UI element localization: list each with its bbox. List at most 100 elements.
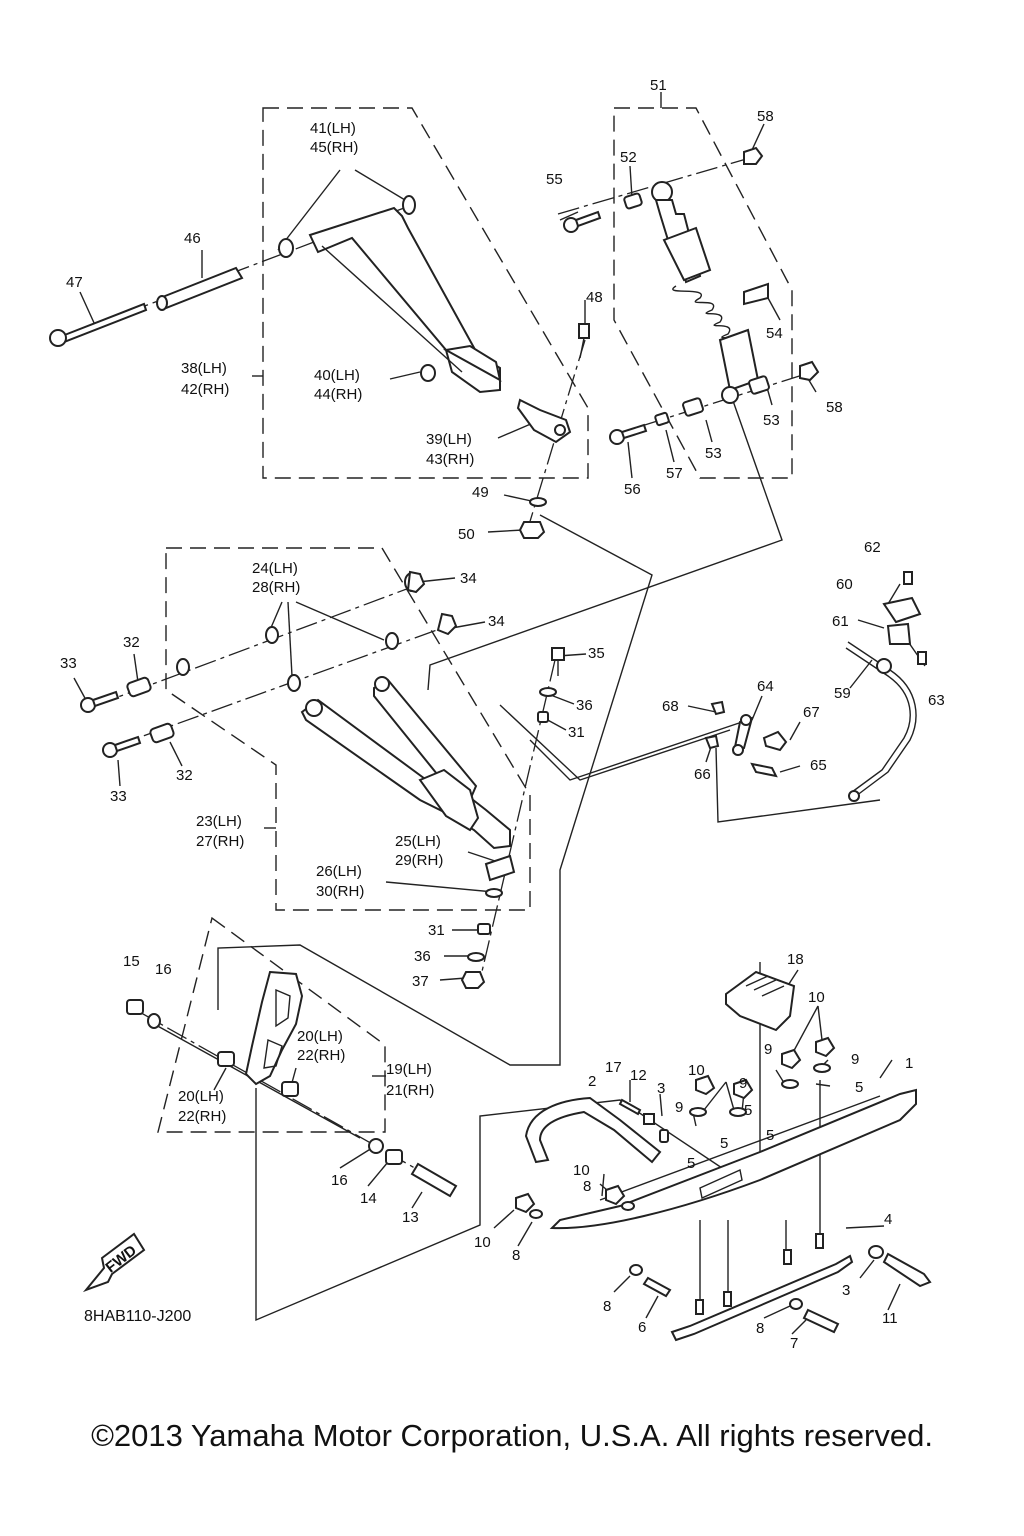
part-label: 44(RH) (314, 386, 362, 403)
part-label: 10 (808, 989, 825, 1006)
part-label: 5 (720, 1135, 728, 1152)
upper-a-arm (308, 206, 502, 394)
part-label: 32 (123, 634, 140, 651)
part-label: 61 (832, 613, 849, 630)
upper-pivot-shaft (156, 266, 244, 311)
part-label: 64 (757, 678, 774, 695)
part-label: 23(LH) (196, 813, 242, 830)
part-label: 9 (675, 1099, 683, 1116)
part-label: 33 (110, 788, 127, 805)
part-label: 12 (630, 1067, 647, 1084)
part-label: 3 (842, 1282, 850, 1299)
spindle-group-outline (157, 916, 386, 1133)
part-label: 27(RH) (196, 833, 244, 850)
part-label: 21(RH) (386, 1082, 434, 1099)
part-label: 10 (474, 1234, 491, 1251)
part-label: 51 (650, 77, 667, 94)
part-label: 58 (757, 108, 774, 125)
part-label: 1 (905, 1055, 913, 1072)
part-label: 56 (624, 481, 641, 498)
spindle-pin-13 (410, 1162, 458, 1198)
ski-1 (549, 1088, 917, 1230)
part-label: 54 (766, 325, 783, 342)
part-label: 38(LH) (181, 360, 227, 377)
part-label: 53 (763, 412, 780, 429)
brake-hose-59 (845, 641, 917, 802)
spindle-bushings (126, 999, 403, 1165)
lower-arm-group-outline (165, 547, 531, 911)
part-label: 5 (855, 1079, 863, 1096)
part-label: 19(LH) (386, 1061, 432, 1078)
ball-joint-bolt (578, 323, 590, 359)
part-label: 60 (836, 576, 853, 593)
ski-wear-bar-4 (670, 1233, 854, 1342)
shock-absorber (651, 181, 712, 284)
part-label: 36 (414, 948, 431, 965)
upper-arm-bushings (278, 195, 436, 382)
part-label: 25(LH) (395, 833, 441, 850)
part-label: 17 (605, 1059, 622, 1076)
part-label: 68 (662, 698, 679, 715)
part-label: 43(RH) (426, 451, 474, 468)
lower-ball-joint-hardware (460, 647, 565, 989)
part-label: 58 (826, 399, 843, 416)
part-label: 18 (787, 951, 804, 968)
part-label: 7 (790, 1335, 798, 1352)
spindle (244, 970, 304, 1086)
ski-saddle-18 (725, 970, 796, 1032)
part-label: 28(RH) (252, 579, 300, 596)
part-label: 59 (834, 685, 851, 702)
shock-clip-54 (743, 282, 769, 306)
part-label: 15 (123, 953, 140, 970)
part-label: 10 (573, 1162, 590, 1179)
part-label: 30(RH) (316, 883, 364, 900)
part-label: 40(LH) (314, 367, 360, 384)
part-label: 52 (620, 149, 637, 166)
part-label: 26(LH) (316, 863, 362, 880)
part-label: 65 (810, 757, 827, 774)
part-label: 5 (766, 1127, 774, 1144)
part-label: 63 (928, 692, 945, 709)
part-label: 14 (360, 1190, 377, 1207)
part-label: 2 (588, 1073, 596, 1090)
part-label: 5 (744, 1102, 752, 1119)
part-label: 47 (66, 274, 83, 291)
part-label: 34 (488, 613, 505, 630)
part-label: 16 (155, 961, 172, 978)
part-label: 42(RH) (181, 381, 229, 398)
part-label: 45(RH) (310, 139, 358, 156)
lower-arm-collars-32 (126, 676, 175, 744)
part-label: 8 (512, 1247, 520, 1264)
part-label: 48 (586, 289, 603, 306)
ski-nuts-and-washers (515, 1036, 884, 1310)
part-label: 8 (756, 1320, 764, 1337)
part-label: 10 (688, 1062, 705, 1079)
part-label: 32 (176, 767, 193, 784)
part-label: 5 (687, 1155, 695, 1172)
part-label: 33 (60, 655, 77, 672)
part-label: 3 (657, 1080, 665, 1097)
part-label: 46 (184, 230, 201, 247)
part-label: 66 (694, 766, 711, 783)
shock-group-outline (613, 107, 793, 479)
lower-arm-bushings (176, 570, 458, 692)
part-label: 31 (428, 922, 445, 939)
shock-spring (672, 285, 760, 404)
upper-pivot-bolt (49, 302, 148, 347)
ball-joint (516, 398, 572, 444)
forward-arrow-icon: FWD (82, 1232, 146, 1293)
part-label: 62 (864, 539, 881, 556)
part-label: 57 (666, 465, 683, 482)
part-label: 34 (460, 570, 477, 587)
part-label: 8 (603, 1298, 611, 1315)
part-label: 22(RH) (297, 1047, 345, 1064)
part-label: 9 (764, 1041, 772, 1058)
steering-link-64 (704, 700, 788, 778)
part-label: 41(LH) (310, 120, 356, 137)
part-label: 9 (851, 1051, 859, 1068)
part-label: 31 (568, 724, 585, 741)
part-label: 37 (412, 973, 429, 990)
part-label: 20(LH) (178, 1088, 224, 1105)
shock-collars (623, 192, 770, 427)
